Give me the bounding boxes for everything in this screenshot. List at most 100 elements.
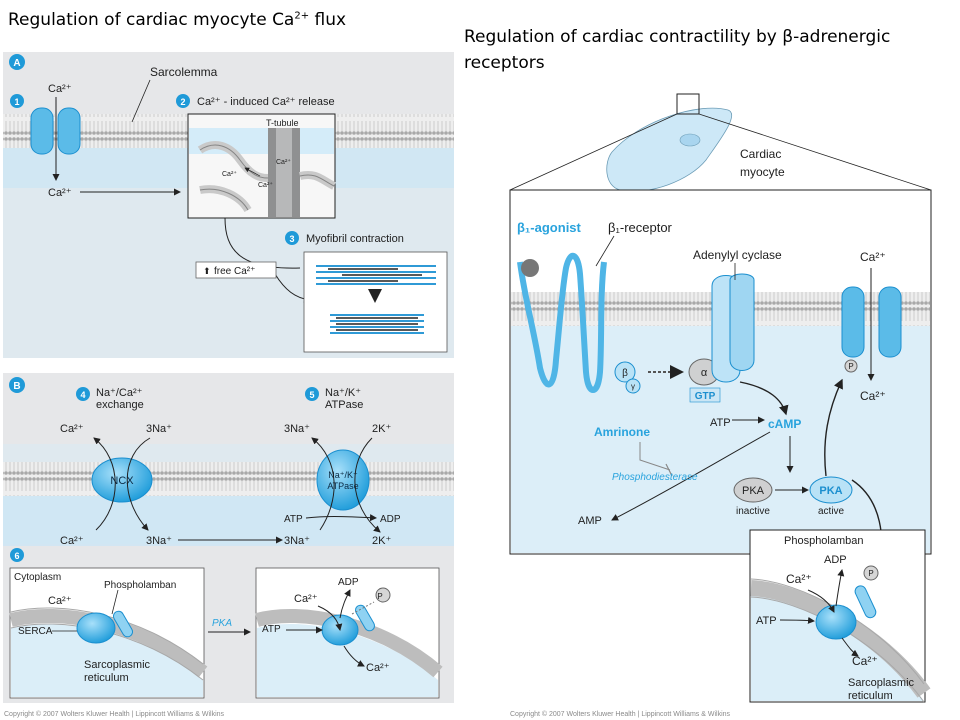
l-type-calcium-channel	[30, 107, 81, 155]
pka-active-node	[809, 476, 853, 504]
myofibril-box	[303, 251, 448, 353]
free-ca-box	[195, 261, 277, 279]
svg-text:Ca²⁺: Ca²⁺	[60, 423, 84, 435]
step-5-badge	[305, 387, 319, 401]
free-ca-label: free Ca²⁺	[214, 266, 255, 277]
sarcolemma-label: Sarcolemma	[150, 65, 218, 79]
svg-text:β: β	[622, 368, 628, 379]
ca-bottom-label: Ca²⁺	[48, 187, 72, 199]
svg-text:1: 1	[14, 97, 19, 107]
ncx-label: NCX	[110, 475, 134, 487]
svg-text:A: A	[13, 58, 20, 69]
pka-label: PKA	[212, 618, 232, 629]
ca-top-label: Ca²⁺	[48, 83, 72, 95]
beta1-agonist-label: β₁-agonist	[517, 220, 582, 235]
svg-text:Na⁺/K⁺: Na⁺/K⁺	[328, 470, 358, 480]
svg-text:ADP: ADP	[824, 554, 847, 566]
svg-text:ADP: ADP	[338, 577, 359, 588]
svg-text:ADP: ADP	[380, 514, 401, 525]
svg-text:SERCA: SERCA	[18, 626, 53, 637]
svg-text:Ca²⁺: Ca²⁺	[294, 593, 318, 605]
svg-text:ATP: ATP	[710, 417, 731, 429]
svg-text:2K⁺: 2K⁺	[372, 423, 391, 435]
step-4-label-line2: exchange	[96, 399, 144, 411]
svg-text:6: 6	[14, 551, 19, 561]
svg-text:PKA: PKA	[819, 485, 842, 497]
camp-label: cAMP	[768, 417, 801, 431]
svg-text:⬆: ⬆	[203, 266, 211, 276]
right-diagram: Cardiac myocyte β₁-agonist β₁-receptor β…	[509, 93, 932, 703]
right-title: Regulation of cardiac contractility by β…	[464, 27, 891, 73]
svg-text:B: B	[13, 381, 20, 392]
svg-text:γ: γ	[631, 382, 635, 391]
svg-text:reticulum: reticulum	[84, 672, 129, 684]
step-2-badge	[176, 94, 190, 108]
step-1-badge	[10, 94, 24, 108]
step-3-label: Myofibril contraction	[306, 233, 404, 245]
svg-text:2: 2	[180, 97, 185, 107]
g-gamma-subunit	[625, 378, 641, 394]
svg-text:ATPase: ATPase	[327, 481, 358, 491]
na-k-atpase	[316, 449, 370, 511]
svg-text:Ca²⁺: Ca²⁺	[786, 572, 812, 586]
zoom-square	[676, 93, 700, 115]
svg-text:P: P	[868, 569, 873, 578]
svg-text:PKA: PKA	[742, 485, 765, 497]
sr-inset	[749, 529, 931, 703]
step-6-badge	[10, 548, 24, 562]
svg-text:ATP: ATP	[262, 624, 281, 635]
copyright-right: Copyright © 2007 Wolters Kluwer Health |…	[510, 710, 731, 718]
amrinone-label: Amrinone	[594, 425, 650, 439]
agonist-ligand	[521, 259, 539, 277]
gtp-label: GTP	[695, 391, 716, 402]
step-5-label-line1: Na⁺/K⁺	[325, 387, 361, 399]
svg-text:P: P	[377, 592, 382, 601]
svg-text:Ca²⁺: Ca²⁺	[366, 662, 390, 674]
svg-text:3Na⁺: 3Na⁺	[146, 535, 172, 547]
svg-text:ATP: ATP	[756, 615, 777, 627]
copyright-left: Copyright © 2007 Wolters Kluwer Health |…	[4, 710, 225, 718]
cardiac-myocyte-cell	[606, 107, 733, 192]
svg-text:3Na⁺: 3Na⁺	[146, 423, 172, 435]
svg-text:Ca²⁺: Ca²⁺	[60, 535, 84, 547]
panel-b: B 4 Na⁺/Ca²⁺ exchange 5 Na⁺/K⁺ ATPase NC…	[3, 373, 454, 703]
step-3-badge	[285, 231, 299, 245]
step-5-label-line2: ATPase	[325, 399, 363, 411]
svg-text:3: 3	[289, 234, 294, 244]
serca-box-left	[9, 567, 208, 699]
beta1-receptor	[517, 253, 607, 393]
svg-text:3Na⁺: 3Na⁺	[284, 535, 310, 547]
g-beta-subunit	[614, 361, 636, 383]
svg-text:inactive: inactive	[736, 506, 770, 517]
step-4-label-line1: Na⁺/Ca²⁺	[96, 387, 143, 399]
pka-inactive-node	[733, 477, 773, 503]
svg-text:reticulum: reticulum	[848, 690, 893, 702]
beta1-receptor-label: β₁-receptor	[608, 220, 673, 235]
right-calcium-channel	[841, 286, 902, 358]
panel-a: A 1 Sarcolemma Ca²⁺ Ca²⁺ 2 Ca²⁺ - induce…	[3, 52, 454, 358]
svg-text:Phospholamban: Phospholamban	[784, 535, 864, 547]
svg-text:ATP: ATP	[284, 514, 303, 525]
svg-text:Ca²⁺: Ca²⁺	[258, 181, 273, 189]
t-tubule-label: T-tubule	[266, 118, 299, 128]
phosphodiesterase-label: Phosphodiesterase	[612, 472, 698, 483]
panel-a-badge	[9, 54, 25, 70]
panel-b-badge	[9, 377, 25, 393]
svg-text:α: α	[701, 367, 708, 379]
svg-text:4: 4	[80, 390, 85, 400]
svg-text:2K⁺: 2K⁺	[372, 535, 391, 547]
svg-text:Ca²⁺: Ca²⁺	[276, 158, 291, 166]
svg-text:Cytoplasm: Cytoplasm	[14, 572, 61, 583]
step-4-badge	[76, 387, 90, 401]
svg-text:Sarcoplasmic: Sarcoplasmic	[84, 659, 151, 671]
cardiac-label: Cardiac	[740, 147, 781, 161]
ncx-exchanger	[91, 457, 153, 503]
svg-text:Ca²⁺: Ca²⁺	[222, 170, 237, 178]
left-title: Regulation of cardiac myocyte Ca2+ flux	[8, 10, 347, 30]
svg-text:Ca²⁺: Ca²⁺	[48, 595, 72, 607]
adenylyl-cyclase-label: Adenylyl cyclase	[693, 248, 782, 262]
svg-text:Ca²⁺: Ca²⁺	[860, 250, 886, 264]
panel-b-membrane	[3, 462, 454, 496]
amp-label: AMP	[578, 515, 602, 527]
